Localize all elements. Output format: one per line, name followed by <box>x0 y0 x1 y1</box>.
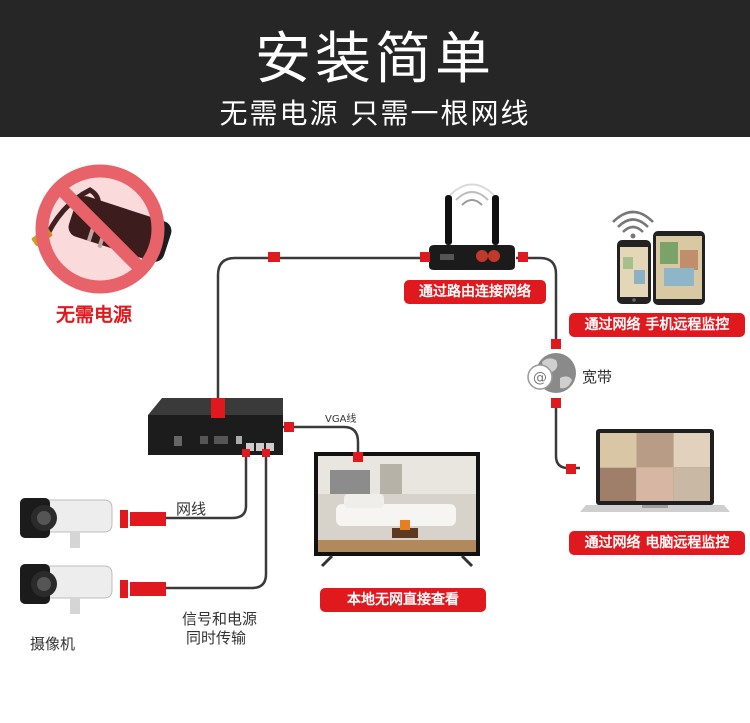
camera-icon <box>20 498 113 548</box>
no-entry-icon <box>35 164 165 294</box>
router-icon <box>429 183 515 270</box>
smartphone-icon <box>617 240 651 304</box>
cable-connectors <box>120 252 576 598</box>
nvr-router-cable <box>216 256 428 400</box>
signal-label-line2: 同时传输 <box>186 629 247 647</box>
camera-icon <box>20 564 113 614</box>
mobile-label: 通过网络 手机远程监控 <box>569 313 745 337</box>
camera1-cable <box>166 455 248 520</box>
svg-text:@: @ <box>533 370 547 386</box>
local-view-label: 本地无网直接查看 <box>320 588 486 612</box>
pc-label: 通过网络 电脑远程监控 <box>569 531 745 555</box>
cable-label: 网线 <box>176 500 207 518</box>
router-internet-cable <box>516 256 558 347</box>
tablet-icon <box>653 231 705 305</box>
camera-label: 摄像机 <box>30 635 76 653</box>
camera2-cable <box>166 455 268 590</box>
diagram-scene: @ <box>20 164 730 614</box>
wifi-icon <box>612 210 654 239</box>
signal-label-line1: 信号和电源 <box>182 610 258 628</box>
vga-label: VGA线 <box>325 414 357 425</box>
laptop-icon <box>580 429 730 512</box>
tv-icon <box>314 452 480 568</box>
no-power-label: 无需电源 <box>56 304 133 326</box>
globe-at-icon: @ <box>527 353 576 393</box>
no-power-group <box>31 164 172 294</box>
page-subtitle: 无需电源 只需一根网线 <box>219 97 531 130</box>
page-title: 安装简单 <box>255 27 495 92</box>
cables <box>166 256 580 590</box>
internet-laptop-cable <box>554 400 580 470</box>
vga-cable <box>280 425 360 456</box>
broadband-label: 宽带 <box>582 368 613 386</box>
header-banner: 安装简单 无需电源 只需一根网线 <box>0 0 750 137</box>
nvr-icon <box>148 398 283 455</box>
router-label: 通过路由连接网络 <box>404 280 546 304</box>
